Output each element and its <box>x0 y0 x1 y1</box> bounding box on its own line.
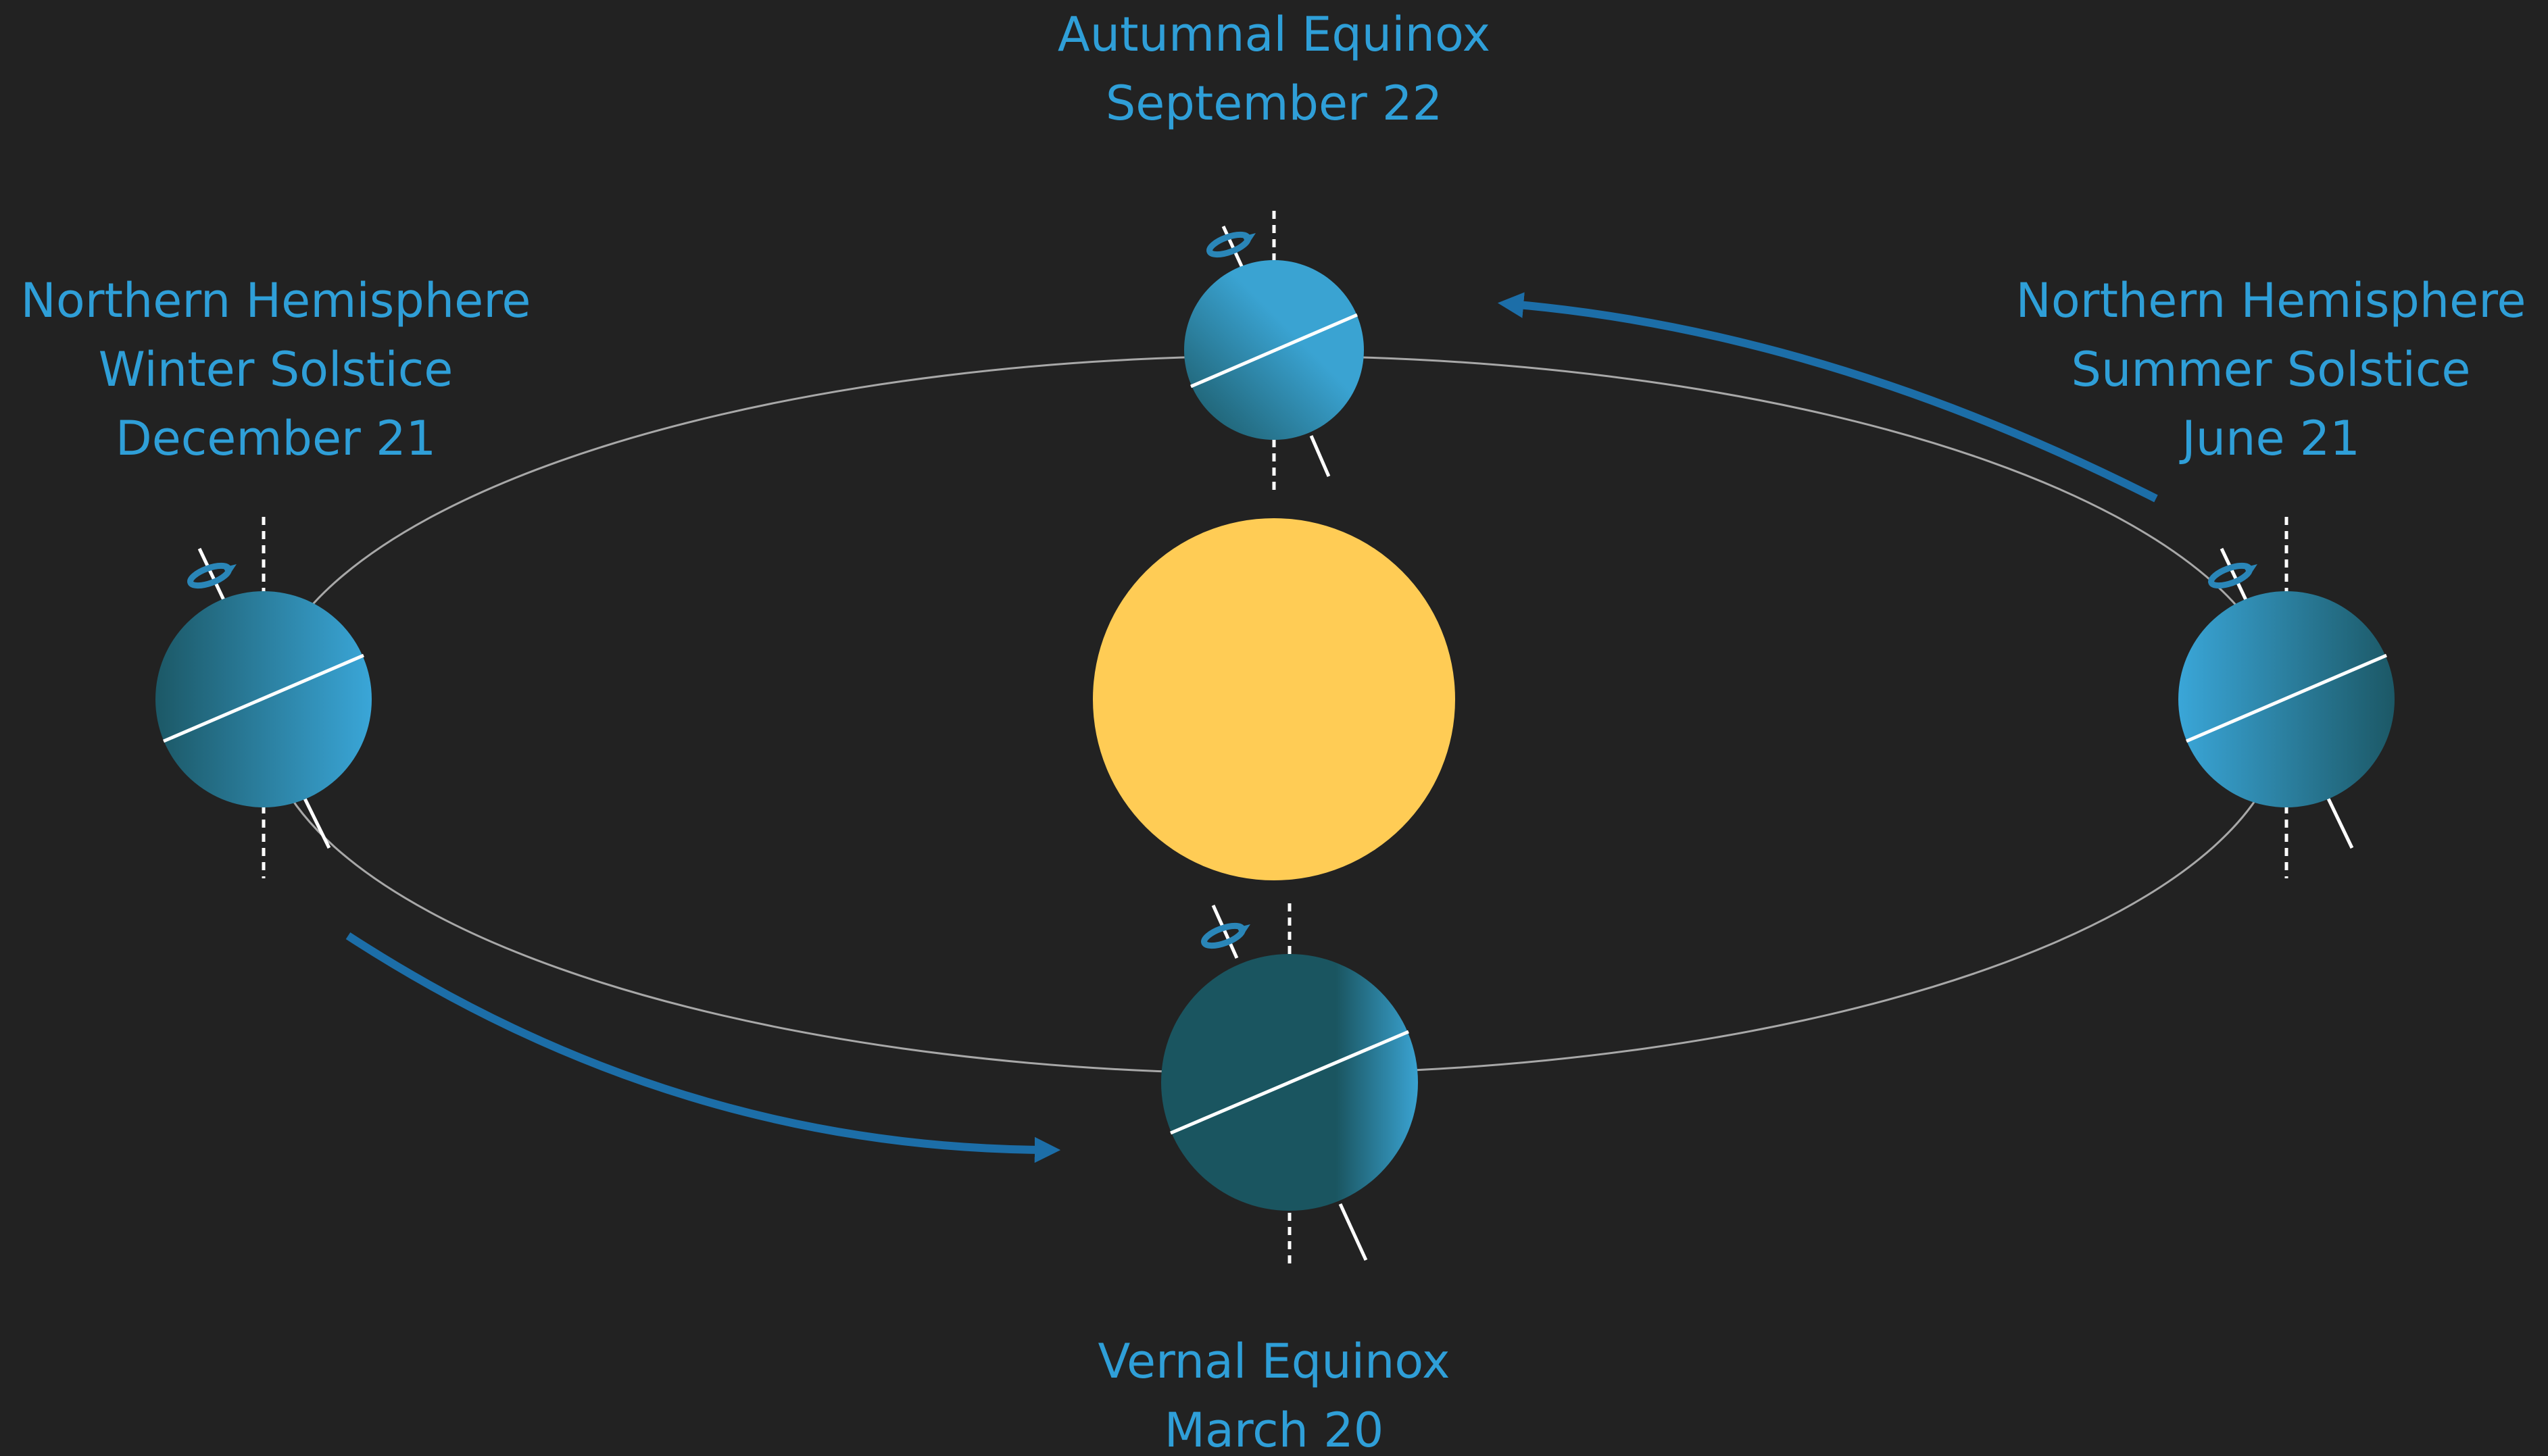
label-autumnal-equinox: Autumnal Equinox September 22 <box>936 0 1612 138</box>
label-winter-solstice: Northern Hemisphere Winter Solstice Dece… <box>5 266 546 473</box>
orbit-direction-arrow-top <box>1497 292 2158 503</box>
winter-hemisphere: Northern Hemisphere <box>20 273 531 328</box>
summer-date: June 21 <box>2182 411 2360 466</box>
rotation-arrow-icon <box>1201 922 1250 949</box>
autumnal-title: Autumnal Equinox <box>1057 7 1491 62</box>
label-summer-solstice: Northern Hemisphere Summer Solstice June… <box>2001 266 2541 473</box>
vernal-date: March 20 <box>1164 1403 1384 1456</box>
earth-summer-solstice <box>2178 517 2395 878</box>
winter-date: December 21 <box>115 411 437 466</box>
vernal-title: Vernal Equinox <box>1098 1334 1450 1389</box>
summer-title: Summer Solstice <box>2071 342 2471 397</box>
autumnal-date: September 22 <box>1105 76 1443 131</box>
winter-title: Winter Solstice <box>98 342 454 397</box>
sun <box>1093 518 1455 880</box>
orbit-direction-arrow-bottom <box>345 932 1061 1163</box>
rotation-arrow-icon <box>1206 231 1256 258</box>
label-vernal-equinox: Vernal Equinox March 20 <box>936 1327 1612 1456</box>
earth-winter-solstice <box>155 517 372 878</box>
rotation-arrow-icon <box>2208 562 2257 589</box>
earth-vernal-equinox <box>1161 903 1418 1265</box>
earth-autumnal-equinox <box>1184 211 1364 490</box>
summer-hemisphere: Northern Hemisphere <box>2015 273 2526 328</box>
rotation-arrow-icon <box>187 562 237 589</box>
